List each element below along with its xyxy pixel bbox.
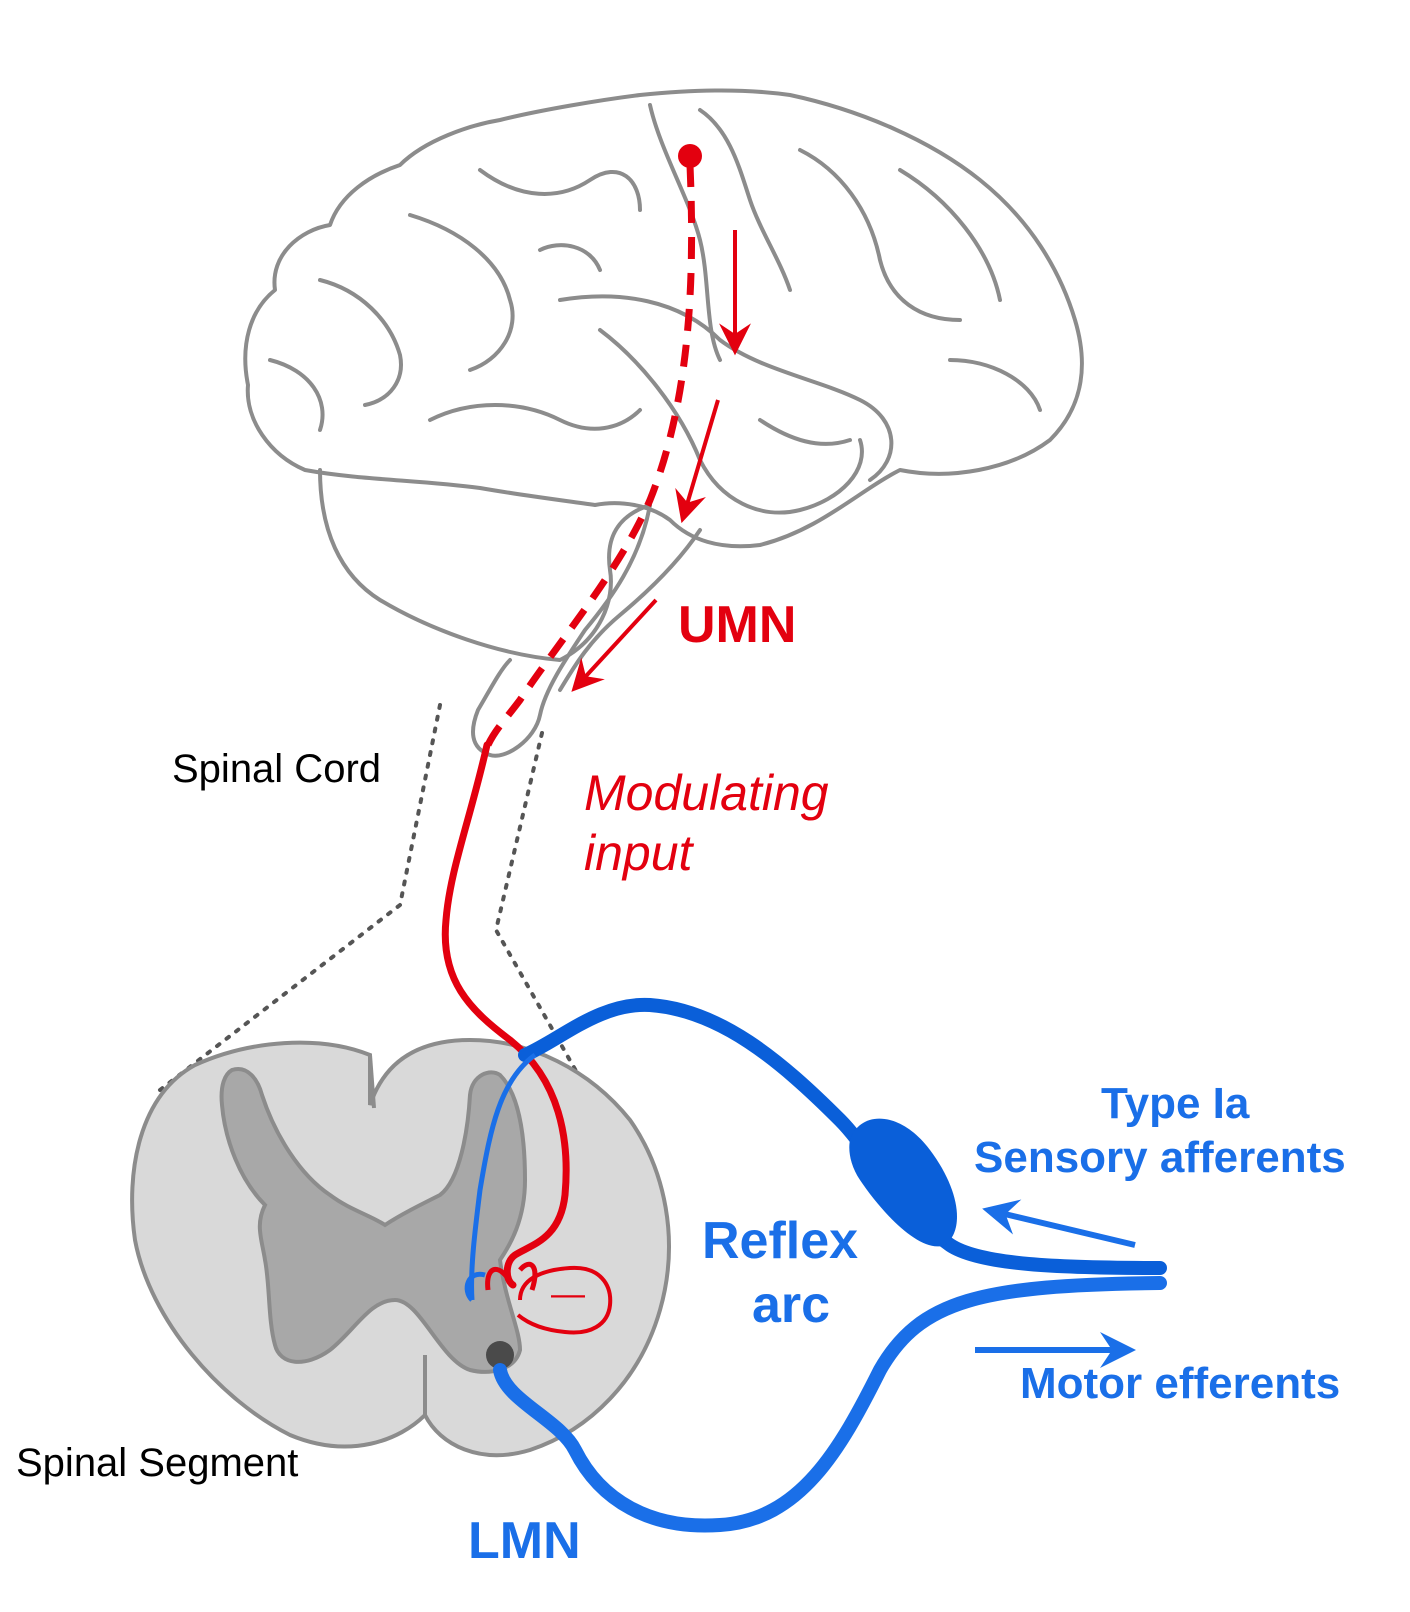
afferent-terminal bbox=[464, 1271, 486, 1302]
afferent-direction-arrow bbox=[982, 1199, 1136, 1248]
gyrus-frontal-4 bbox=[268, 358, 325, 432]
gyrus-occipital-1 bbox=[948, 358, 1042, 412]
central-sulcus bbox=[648, 103, 722, 362]
gyrus-parietal-2 bbox=[898, 168, 1002, 302]
gyrus-frontal-1 bbox=[478, 168, 642, 212]
descending-arrow-3 bbox=[571, 598, 658, 692]
lmn-label: LMN bbox=[468, 1512, 581, 1570]
umn-terminal-2 bbox=[518, 1261, 538, 1291]
gyrus-frontal-6 bbox=[538, 243, 602, 272]
precentral-gyrus-line bbox=[698, 108, 792, 292]
type-ia-label-line1: Type Ia bbox=[1101, 1079, 1250, 1128]
spinal-segment bbox=[130, 1037, 671, 1458]
descending-arrow-2 bbox=[675, 399, 720, 524]
umn-cell-body bbox=[678, 144, 702, 168]
sensory-afferent-fiber bbox=[518, 997, 1167, 1275]
spinal-cord-label: Spinal Cord bbox=[172, 747, 381, 791]
lmn-cell-body bbox=[486, 1341, 514, 1369]
gyrus-parietal-1 bbox=[798, 148, 962, 322]
lmn-axon-initial bbox=[497, 1368, 562, 1432]
lateral-sulcus bbox=[558, 294, 894, 482]
inhibitory-interneuron bbox=[516, 1265, 613, 1335]
reflex-arc-label-line2: arc bbox=[752, 1276, 830, 1334]
spinal-cord-left-edge bbox=[158, 703, 442, 1092]
modulating-input-label-line2: input bbox=[584, 825, 695, 881]
gyrus-temporal-1 bbox=[758, 418, 852, 446]
spinal-cord-right-edge bbox=[493, 731, 620, 1147]
temporal-lobe bbox=[598, 328, 864, 515]
cerebellum bbox=[318, 468, 652, 662]
motor-efferent-fiber bbox=[493, 1276, 1167, 1533]
modulating-input-label-line1: Modulating bbox=[584, 765, 829, 821]
umn-terminal bbox=[485, 1266, 515, 1291]
cerebrum-outline bbox=[243, 88, 1084, 549]
upper-motor-neuron: — bbox=[441, 144, 702, 1335]
gray-matter bbox=[219, 1067, 528, 1374]
spinal-segment-label: Spinal Segment bbox=[16, 1441, 298, 1485]
motor-efferents-label: Motor efferents bbox=[1020, 1359, 1340, 1408]
gyrus-frontal-5 bbox=[428, 403, 642, 431]
reflex-arc-label-line1: Reflex bbox=[702, 1212, 858, 1270]
type-ia-label-line2: Sensory afferents bbox=[974, 1133, 1346, 1182]
dorsal-root-ganglion bbox=[849, 1118, 957, 1247]
umn-label: UMN bbox=[678, 596, 796, 654]
brain-illustration bbox=[243, 88, 1084, 758]
posterior-median-sulcus bbox=[368, 1054, 376, 1109]
reflex-arc bbox=[464, 997, 1167, 1533]
inhibitory-sign: — bbox=[551, 1275, 585, 1313]
umn-axon-spinal bbox=[441, 741, 570, 1289]
brainstem bbox=[471, 503, 652, 758]
umn-axon-dashed bbox=[484, 164, 696, 747]
afferent-collateral bbox=[469, 1052, 537, 1301]
gyrus-frontal-3 bbox=[318, 278, 403, 407]
gyrus-frontal-2 bbox=[408, 213, 515, 372]
